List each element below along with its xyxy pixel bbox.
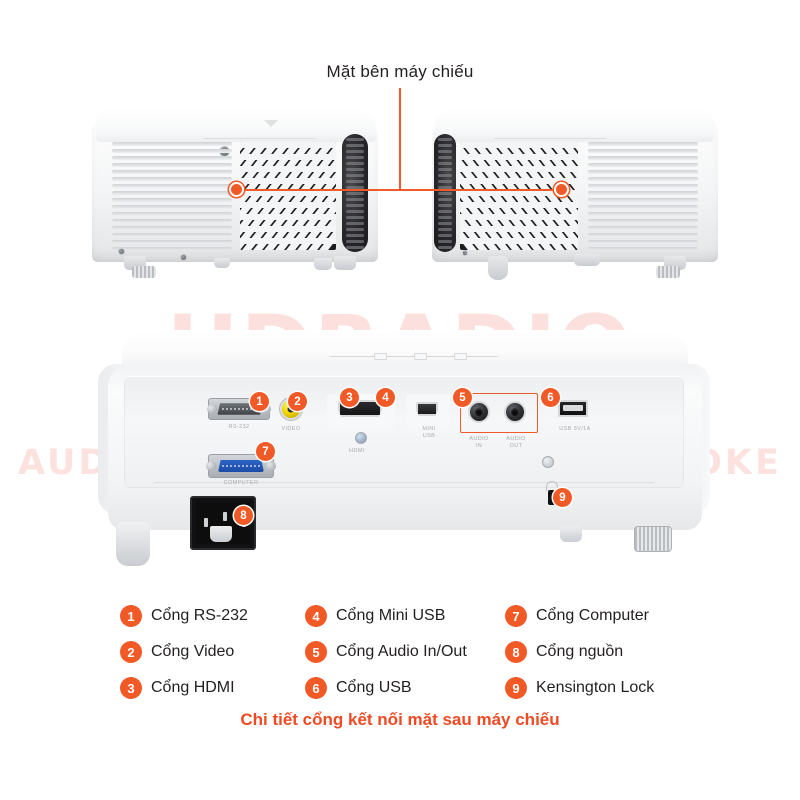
legend-label-9: Kensington Lock <box>536 679 655 696</box>
projector-rear-view: RS-232 VIDEO HDMI MINI USB AUDIO IN AUDI… <box>98 330 710 570</box>
legend-badge-4: 4 <box>305 605 327 627</box>
legend-label-6: Cổng USB <box>336 679 412 696</box>
port-mini-usb <box>416 402 438 416</box>
badge-6: 6 <box>541 388 560 407</box>
legend-label-8: Cổng nguồn <box>536 643 624 660</box>
badge-1: 1 <box>250 392 269 411</box>
legend-item-5: 5 Cổng Audio In/Out <box>305 634 467 670</box>
port-label-video: VIDEO <box>281 426 301 432</box>
port-label-computer: COMPUTER <box>223 480 259 486</box>
legend-column-1: 1 Cổng RS-232 2 Cổng Video 3 Cổng HDMI <box>120 598 248 706</box>
rear-top-lid <box>122 330 688 370</box>
port-audio-in <box>468 401 490 423</box>
projector-side-view-left <box>92 108 392 278</box>
legend-item-2: 2 Cổng Video <box>120 634 248 670</box>
leader-dot-right <box>556 184 567 195</box>
port-label-audio-in: AUDIO IN <box>469 436 489 449</box>
port-label-usb: USB 5V/1A <box>559 426 591 432</box>
top-caption: Mặt bên máy chiếu <box>326 62 474 81</box>
legend-badge-1: 1 <box>120 605 142 627</box>
badge-8: 8 <box>234 506 253 525</box>
port-label-hdmi: HDMI <box>349 448 365 454</box>
legend-label-1: Cổng RS-232 <box>151 607 248 624</box>
rear-foot-mid-left <box>210 526 232 542</box>
legend-column-3: 7 Cổng Computer 8 Cổng nguồn 9 Kensingto… <box>505 598 654 706</box>
port-audio-out <box>504 401 526 423</box>
badge-7: 7 <box>256 442 275 461</box>
leader-dot-left <box>231 184 242 195</box>
legend-label-5: Cổng Audio In/Out <box>336 643 467 660</box>
legend-item-3: 3 Cổng HDMI <box>120 670 248 706</box>
legend-item-8: 8 Cổng nguồn <box>505 634 654 670</box>
audio-ports-highlight-box <box>460 393 538 433</box>
legend-label-2: Cổng Video <box>151 643 235 660</box>
rear-foot-mid-right <box>560 526 582 542</box>
badge-4: 4 <box>376 388 395 407</box>
legend-column-2: 4 Cổng Mini USB 5 Cổng Audio In/Out 6 Cổ… <box>305 598 467 706</box>
legend-badge-8: 8 <box>505 641 527 663</box>
legend-label-7: Cổng Computer <box>536 607 649 624</box>
badge-9: 9 <box>553 488 572 507</box>
rear-io-panel: RS-232 VIDEO HDMI MINI USB AUDIO IN AUDI… <box>124 376 684 488</box>
rear-foot-left <box>116 522 150 566</box>
leader-line-horizontal <box>236 189 561 191</box>
legend-badge-7: 7 <box>505 605 527 627</box>
badge-5: 5 <box>453 388 472 407</box>
legend-badge-2: 2 <box>120 641 142 663</box>
port-usb-a <box>558 400 588 417</box>
projector-side-view-right <box>418 108 718 280</box>
legend-item-4: 4 Cổng Mini USB <box>305 598 467 634</box>
legend-badge-6: 6 <box>305 677 327 699</box>
port-label-rs232: RS-232 <box>228 424 250 430</box>
hdmi-indicator-icon <box>355 432 367 444</box>
badge-3: 3 <box>340 388 359 407</box>
legend-item-6: 6 Cổng USB <box>305 670 467 706</box>
legend-item-1: 1 Cổng RS-232 <box>120 598 248 634</box>
legend-badge-5: 5 <box>305 641 327 663</box>
legend-label-3: Cổng HDMI <box>151 679 235 696</box>
legend-item-7: 7 Cổng Computer <box>505 598 654 634</box>
leader-line-vertical <box>399 88 401 190</box>
footer-caption: Chi tiết cổng kết nối mặt sau máy chiếu <box>240 710 560 729</box>
kensington-lock-slot <box>546 481 558 505</box>
legend-label-4: Cổng Mini USB <box>336 607 446 624</box>
legend-item-9: 9 Kensington Lock <box>505 670 654 706</box>
port-label-mini-usb: MINI USB <box>422 426 436 439</box>
rear-foot-adjustable <box>634 526 672 552</box>
panel-screw-icon <box>542 456 554 468</box>
legend-badge-3: 3 <box>120 677 142 699</box>
legend-badge-9: 9 <box>505 677 527 699</box>
port-label-audio-out: AUDIO OUT <box>506 436 526 449</box>
badge-2: 2 <box>288 392 307 411</box>
